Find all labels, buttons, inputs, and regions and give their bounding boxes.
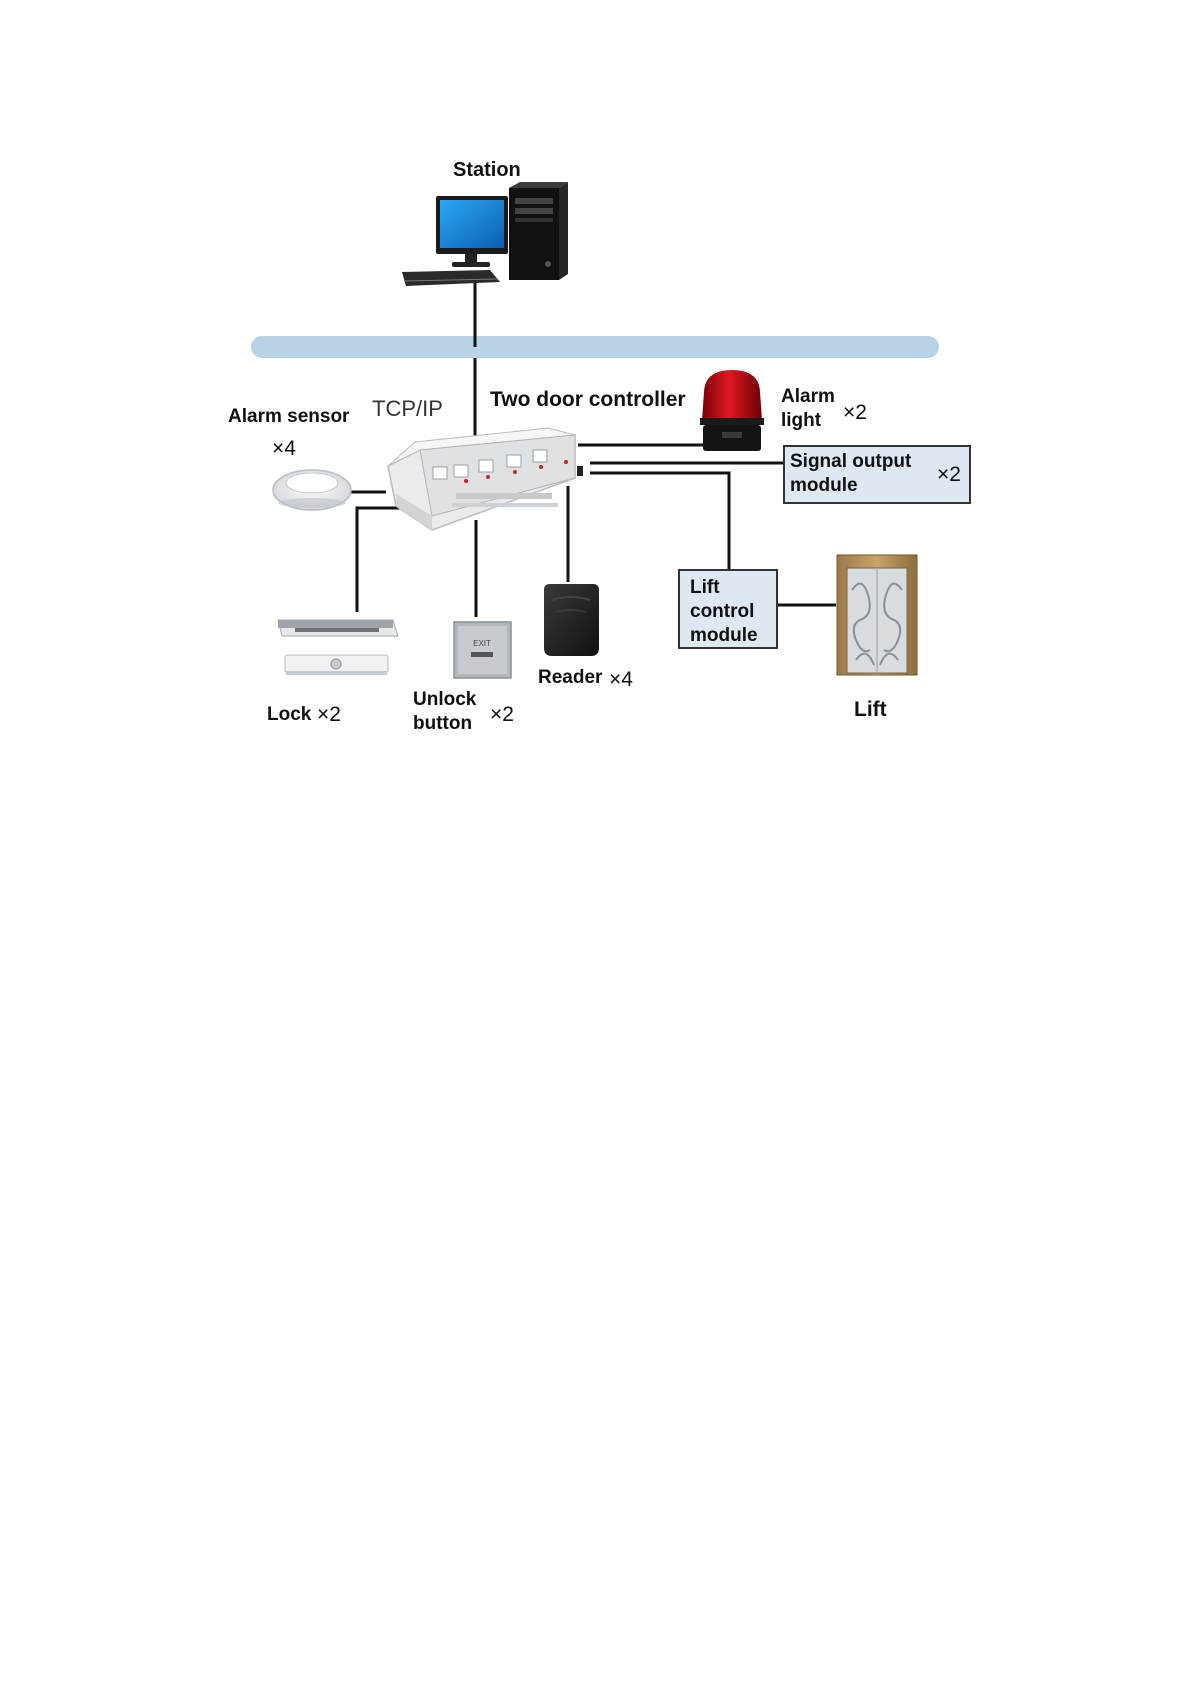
station-label: Station xyxy=(453,158,521,182)
lift-control-label-line2: control xyxy=(690,600,758,624)
card-reader-icon xyxy=(544,584,599,656)
two-door-controller-icon xyxy=(388,428,583,530)
controller-to-lock-wire xyxy=(357,508,404,612)
magnetic-lock-icon xyxy=(278,620,398,675)
lift-control-label-line3: module xyxy=(690,624,758,648)
lift-icon xyxy=(837,555,917,675)
signal-output-label-line2: module xyxy=(790,474,911,498)
station-computer-icon xyxy=(402,182,568,286)
controller-label: Two door controller xyxy=(490,388,686,412)
signal-output-label-line1: Signal output xyxy=(790,450,911,474)
lift-control-module-label: Lift control module xyxy=(690,576,758,648)
controller-to-lift-control-wire xyxy=(590,473,729,570)
alarm-light-label-line1: Alarm xyxy=(781,385,835,409)
alarm-light-icon xyxy=(700,370,764,451)
lock-label: Lock xyxy=(267,703,311,727)
unlock-button-label-line1: Unlock xyxy=(413,688,476,712)
reader-label: Reader xyxy=(538,666,602,690)
alarm-sensor-label: Alarm sensor xyxy=(228,405,349,429)
svg-text:EXIT: EXIT xyxy=(473,639,491,648)
unlock-button-icon: EXIT xyxy=(454,622,511,678)
lock-quantity: ×2 xyxy=(317,703,341,727)
lift-label: Lift xyxy=(854,698,887,722)
tcpip-label: TCP/IP xyxy=(372,397,443,421)
signal-output-quantity: ×2 xyxy=(937,463,961,487)
alarm-light-quantity: ×2 xyxy=(843,401,867,425)
alarm-sensor-quantity: ×4 xyxy=(272,437,296,461)
signal-output-module-label: Signal output module xyxy=(790,450,911,498)
lift-control-label-line1: Lift xyxy=(690,576,758,600)
alarm-sensor-icon xyxy=(273,470,351,510)
unlock-button-quantity: ×2 xyxy=(490,703,514,727)
network-bus xyxy=(251,336,939,358)
alarm-light-label-line2: light xyxy=(781,409,821,433)
unlock-button-label-line2: button xyxy=(413,712,472,736)
reader-quantity: ×4 xyxy=(609,668,633,692)
